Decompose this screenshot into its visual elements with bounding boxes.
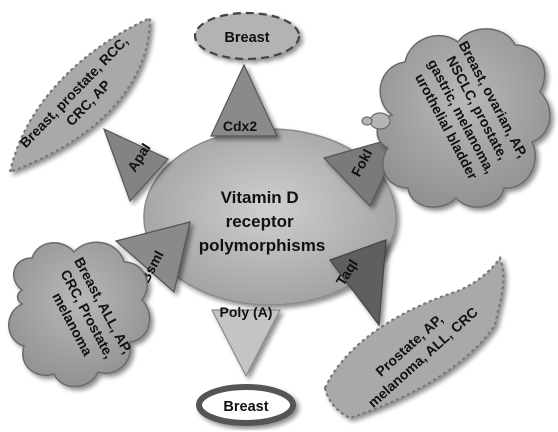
triangle-polya — [211, 309, 281, 378]
center-line-1: Vitamin D — [221, 188, 299, 207]
bsml-cancer-cloud — [8, 241, 151, 388]
cdx2-cancer-text: Breast — [224, 30, 269, 46]
label-polya: Poly (A) — [220, 304, 273, 320]
taql-cancer-shape — [323, 255, 505, 420]
triangle-taql — [329, 239, 387, 327]
fokl-cancer-cloud — [376, 28, 551, 208]
polya-cancer-ring — [196, 384, 296, 426]
cdx2-cancer-ellipse — [193, 11, 301, 61]
triangle-cdx2 — [210, 63, 278, 137]
cloud-bubble-large — [369, 112, 391, 130]
triangle-apal — [102, 127, 169, 203]
triangle-bsml — [114, 221, 191, 294]
apal-cancer-leaf — [8, 16, 152, 174]
polya-cancer-text: Breast — [223, 399, 268, 415]
center-line-2: receptor — [226, 212, 294, 231]
label-cdx2: Cdx2 — [223, 118, 257, 134]
center-line-3: polymorphisms — [199, 236, 326, 255]
center-title: Vitamin D receptor polymorphisms — [199, 188, 326, 255]
cloud-bubble-small — [361, 116, 373, 126]
